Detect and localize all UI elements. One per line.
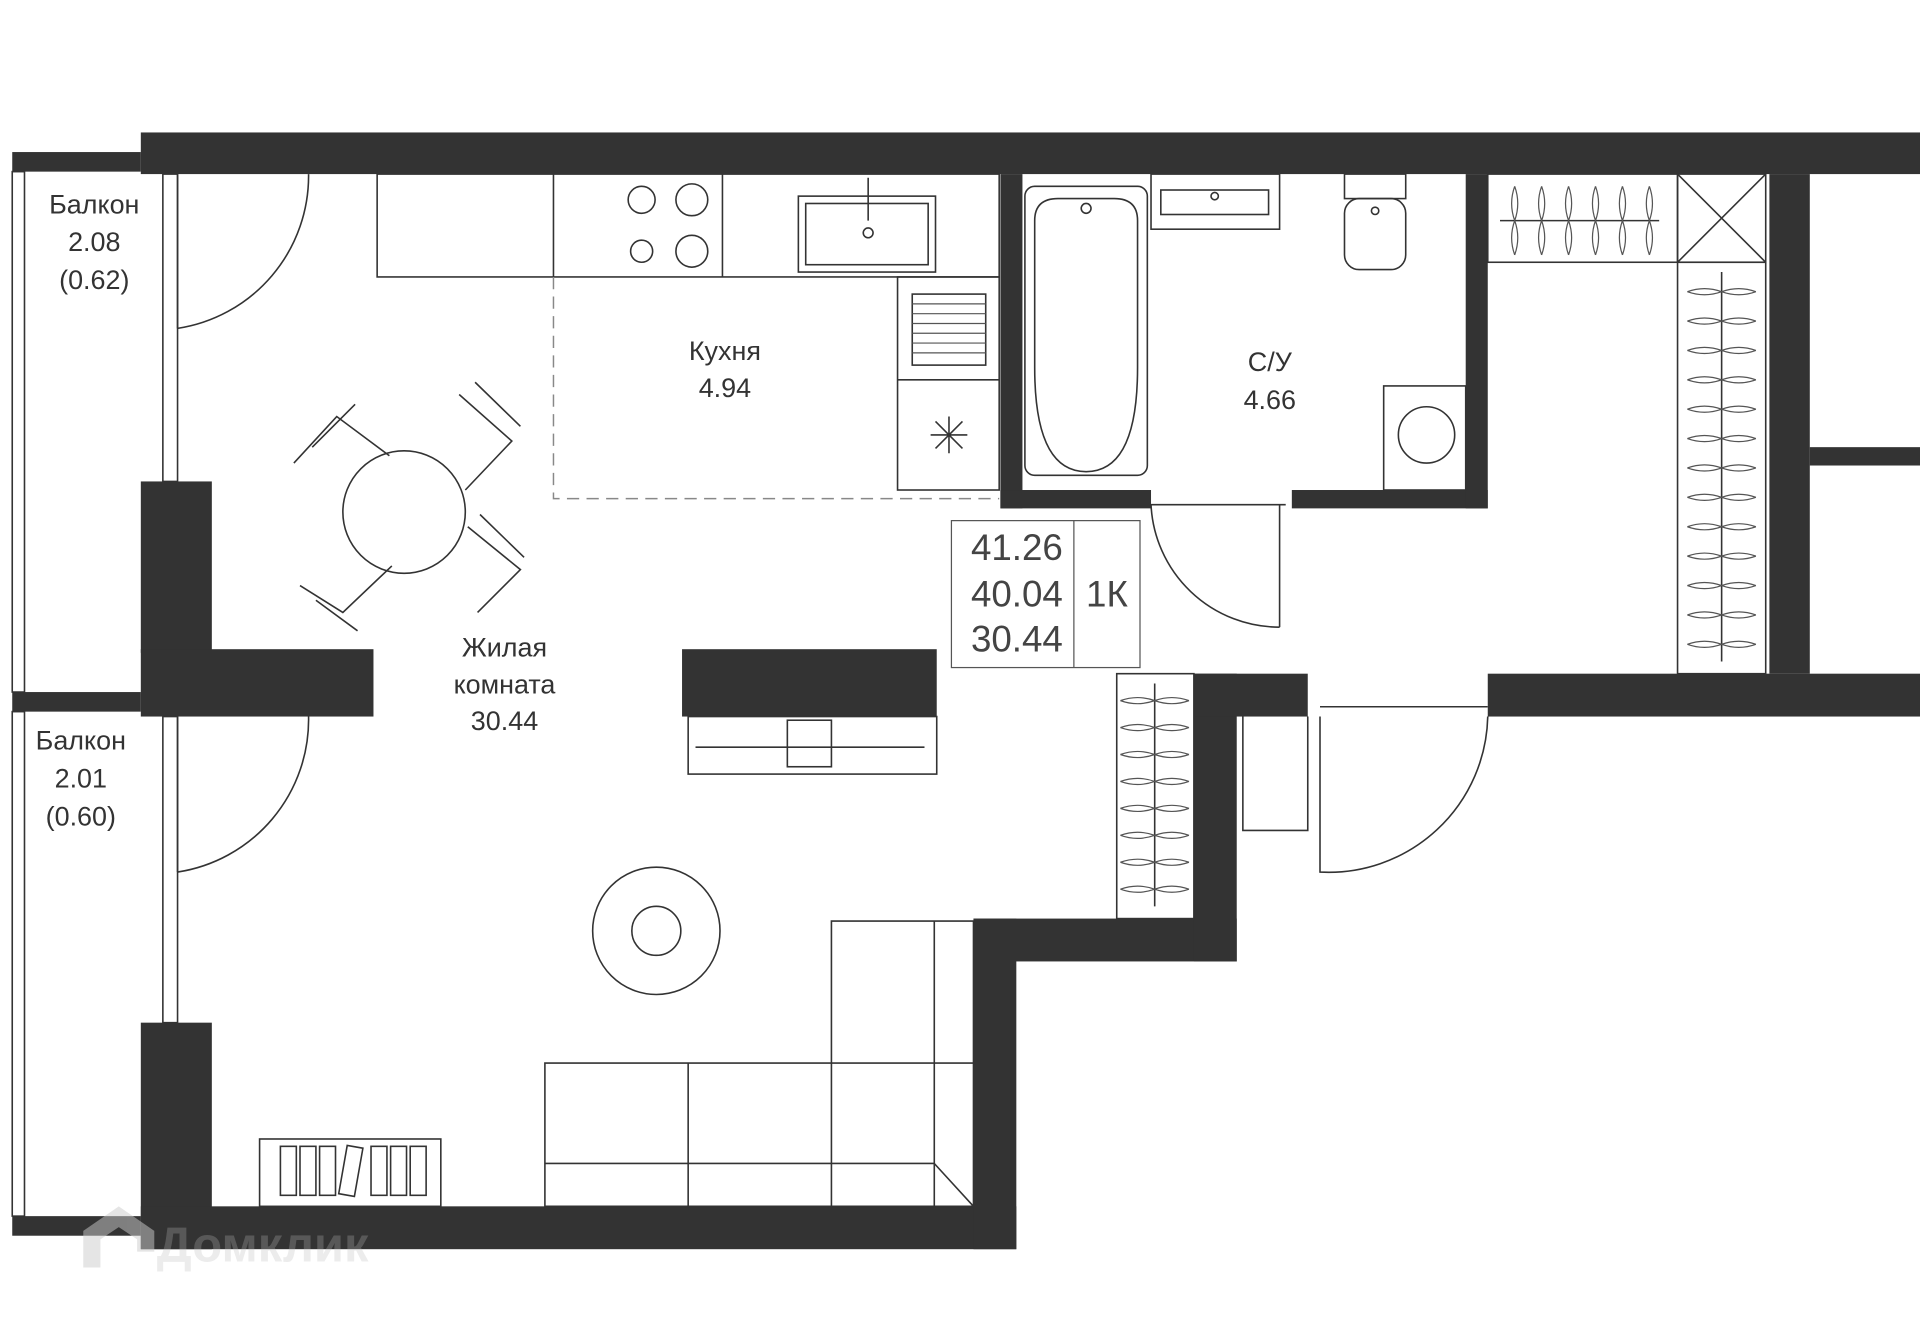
living-name-1: Жилая bbox=[462, 633, 547, 663]
washing-machine-icon bbox=[1382, 385, 1467, 491]
balcony-top-name: Балкон bbox=[49, 189, 139, 219]
hanger-icon bbox=[1120, 696, 1190, 705]
hanger-icon bbox=[1687, 317, 1757, 325]
balcony-bottom-coef: (0.60) bbox=[46, 802, 116, 832]
bathtub-icon bbox=[1024, 185, 1149, 477]
hanger-icon bbox=[1687, 493, 1757, 502]
hanger-icon bbox=[1591, 186, 1600, 256]
hanger-icon bbox=[1645, 186, 1654, 256]
hanger-icon bbox=[1687, 523, 1757, 531]
hanger-icon bbox=[1120, 777, 1190, 786]
sofa-icon bbox=[544, 920, 975, 1208]
hanger-icon bbox=[1120, 885, 1190, 893]
rooms-type: 1К bbox=[1086, 573, 1128, 614]
bathroom-area: 4.66 bbox=[1244, 385, 1296, 415]
wardrobes bbox=[1115, 173, 1767, 920]
kitchen-area: 4.94 bbox=[699, 373, 751, 403]
area-no-balcony: 40.04 bbox=[971, 573, 1063, 614]
living-area-total: 30.44 bbox=[971, 619, 1063, 660]
bathroom-door bbox=[1150, 503, 1286, 628]
balcony-door-bottom bbox=[176, 716, 310, 873]
sink-icon bbox=[797, 177, 937, 273]
entry-door bbox=[1242, 705, 1489, 874]
balcony-door-top bbox=[176, 174, 310, 330]
balcony-top-area: 2.08 bbox=[68, 227, 120, 257]
kitchen-furniture bbox=[376, 173, 1000, 500]
hanger-icon bbox=[1564, 186, 1573, 256]
balcony-bottom-area: 2.01 bbox=[55, 764, 107, 794]
bathroom-name: С/У bbox=[1248, 347, 1293, 377]
hanger-icon bbox=[1687, 434, 1757, 443]
toilet-icon bbox=[1343, 173, 1407, 271]
hanger-icon bbox=[1687, 376, 1757, 384]
hanger-icon bbox=[1120, 831, 1190, 839]
hanger-icon bbox=[1618, 186, 1627, 256]
hanger-icon bbox=[1120, 723, 1190, 732]
tv-stand-icon bbox=[682, 649, 938, 775]
hanger-icon bbox=[1120, 804, 1190, 813]
balcony-top-coef: (0.62) bbox=[59, 265, 129, 295]
washbasin-icon bbox=[1150, 173, 1281, 230]
hanger-icon bbox=[1687, 287, 1757, 296]
living-name-2: комната bbox=[454, 669, 556, 699]
total-area: 41.26 bbox=[971, 527, 1063, 568]
hanger-icon bbox=[1537, 186, 1546, 256]
living-area: 30.44 bbox=[471, 706, 538, 736]
bathroom-fixtures bbox=[1024, 173, 1467, 628]
room-labels: Балкон 2.08 (0.62) Балкон 2.01 (0.60) Ку… bbox=[36, 189, 1296, 831]
dishwasher-icon bbox=[911, 293, 987, 366]
hanger-icon bbox=[1687, 611, 1757, 619]
walls bbox=[12, 132, 1920, 1250]
stove-icon bbox=[627, 183, 709, 268]
hanger-icon bbox=[1687, 581, 1757, 590]
house-icon bbox=[83, 1206, 155, 1268]
hanger-icon bbox=[1120, 858, 1190, 866]
hanger-icon bbox=[1511, 186, 1519, 256]
bookshelf-icon bbox=[258, 1138, 442, 1208]
hanger-icon bbox=[1687, 405, 1757, 413]
hanger-icon bbox=[1687, 640, 1757, 648]
dining-table-icon bbox=[293, 381, 525, 632]
watermark-logo: Домклик bbox=[83, 1206, 369, 1272]
balconies bbox=[11, 170, 310, 1217]
hanger-icon bbox=[1120, 750, 1190, 759]
hanger-icon bbox=[1687, 464, 1757, 472]
hanger-icon bbox=[1687, 346, 1757, 355]
area-summary: 41.26 40.04 30.44 1К bbox=[950, 520, 1141, 669]
kitchen-name: Кухня bbox=[689, 336, 761, 366]
balcony-bottom-name: Балкон bbox=[36, 726, 126, 756]
coffee-table-icon bbox=[591, 866, 721, 996]
hanger-icon bbox=[1687, 552, 1757, 560]
watermark-text: Домклик bbox=[157, 1218, 369, 1272]
fridge-icon bbox=[930, 416, 968, 454]
